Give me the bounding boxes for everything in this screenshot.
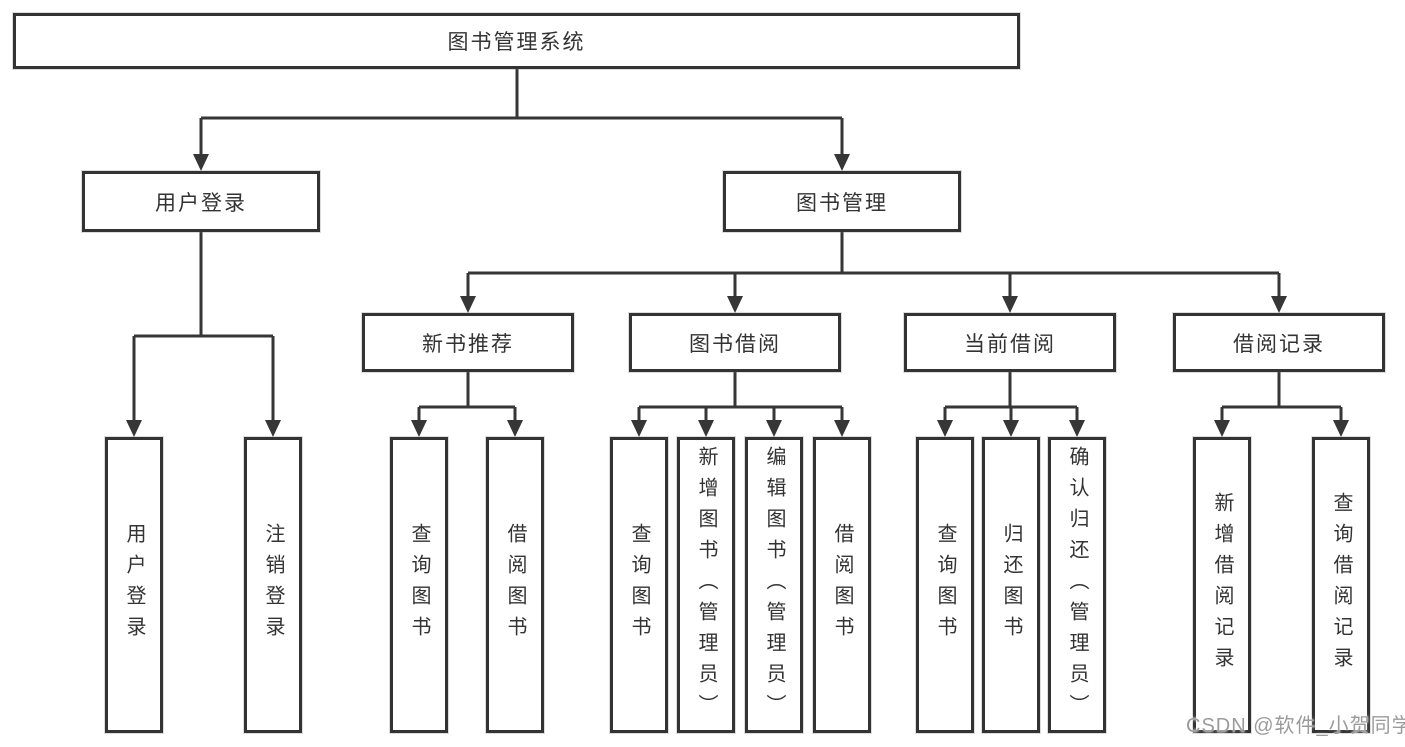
leaf-edit-books-admin: 编辑图书（管理员） (745, 437, 803, 733)
edge-borrowing-records-to-children (1220, 372, 1343, 421)
leaf-user-login-label: 用户登录 (123, 523, 145, 647)
edge-book-borrowing-to-children (637, 372, 844, 421)
arrowhead (1003, 420, 1019, 437)
node-book-management-label: 图书管理 (796, 191, 888, 215)
arrowhead (1214, 420, 1230, 437)
edge-root-to-level2 (199, 69, 844, 155)
leaf-query-books-borrowing-label: 查询图书 (628, 523, 650, 647)
leaf-confirm-return-admin-label: 确认归还（管理员） (1066, 445, 1088, 725)
node-new-book-recommend-label: 新书推荐 (422, 332, 514, 356)
leaf-borrow-books-recommend: 借阅图书 (486, 437, 544, 733)
arrowhead (766, 420, 782, 437)
leaf-edit-books-admin-label: 编辑图书（管理员） (763, 445, 785, 725)
edge-book-management-to-level3 (466, 232, 1281, 297)
edge-new-book-recommend-to-children (417, 372, 517, 421)
leaf-confirm-return-admin: 确认归还（管理员） (1048, 437, 1106, 733)
arrowhead (834, 420, 850, 437)
arrowhead (126, 420, 142, 437)
leaf-add-borrow-record: 新增借阅记录 (1193, 437, 1251, 733)
node-book-management: 图书管理 (723, 171, 961, 232)
csdn-watermark: CSDN @软件_小贺同学 (1186, 715, 1405, 737)
node-current-borrowing-label: 当前借阅 (964, 332, 1056, 356)
arrowhead (698, 420, 714, 437)
arrowhead (937, 420, 953, 437)
leaf-query-books-recommend: 查询图书 (390, 437, 448, 733)
leaf-logout-label: 注销登录 (262, 523, 284, 647)
leaf-query-borrow-record-label: 查询借阅记录 (1330, 492, 1352, 678)
leaf-logout: 注销登录 (244, 437, 302, 733)
leaf-add-books-admin-label: 新增图书（管理员） (695, 445, 717, 725)
leaf-return-books-label: 归还图书 (1000, 523, 1022, 647)
edge-current-borrowing-to-children (943, 372, 1079, 421)
arrowhead (460, 296, 476, 313)
arrowhead (411, 420, 427, 437)
arrowhead (265, 420, 281, 437)
arrowhead (631, 420, 647, 437)
leaf-add-books-admin: 新增图书（管理员） (677, 437, 735, 733)
node-book-borrowing: 图书借阅 (629, 313, 841, 372)
leaf-query-books-current: 查询图书 (916, 437, 974, 733)
node-borrowing-records: 借阅记录 (1173, 313, 1385, 372)
arrowhead (834, 154, 850, 171)
leaf-query-books-borrowing: 查询图书 (610, 437, 668, 733)
arrowhead (727, 296, 743, 313)
arrowhead (1271, 296, 1287, 313)
leaf-borrow-books: 借阅图书 (813, 437, 871, 733)
arrowhead (1069, 420, 1085, 437)
leaf-return-books: 归还图书 (982, 437, 1040, 733)
arrowhead (1002, 296, 1018, 313)
node-library-system-label: 图书管理系统 (447, 31, 586, 54)
leaf-borrow-books-label: 借阅图书 (831, 523, 853, 647)
node-current-borrowing: 当前借阅 (904, 313, 1116, 372)
node-user-login-label: 用户登录 (155, 191, 247, 215)
arrowhead (507, 420, 523, 437)
edge-user-login-to-children (132, 232, 275, 421)
leaf-borrow-books-recommend-label: 借阅图书 (504, 523, 526, 647)
node-library-system: 图书管理系统 (13, 13, 1020, 69)
node-new-book-recommend: 新书推荐 (362, 313, 574, 372)
arrowhead (193, 154, 209, 171)
leaf-query-borrow-record: 查询借阅记录 (1312, 437, 1370, 733)
leaf-query-books-current-label: 查询图书 (934, 523, 956, 647)
leaf-query-books-recommend-label: 查询图书 (408, 523, 430, 647)
node-user-login: 用户登录 (82, 171, 320, 232)
arrowhead (1333, 420, 1349, 437)
node-book-borrowing-label: 图书借阅 (689, 332, 781, 356)
node-borrowing-records-label: 借阅记录 (1233, 332, 1325, 356)
leaf-user-login: 用户登录 (105, 437, 163, 733)
leaf-add-borrow-record-label: 新增借阅记录 (1211, 492, 1233, 678)
